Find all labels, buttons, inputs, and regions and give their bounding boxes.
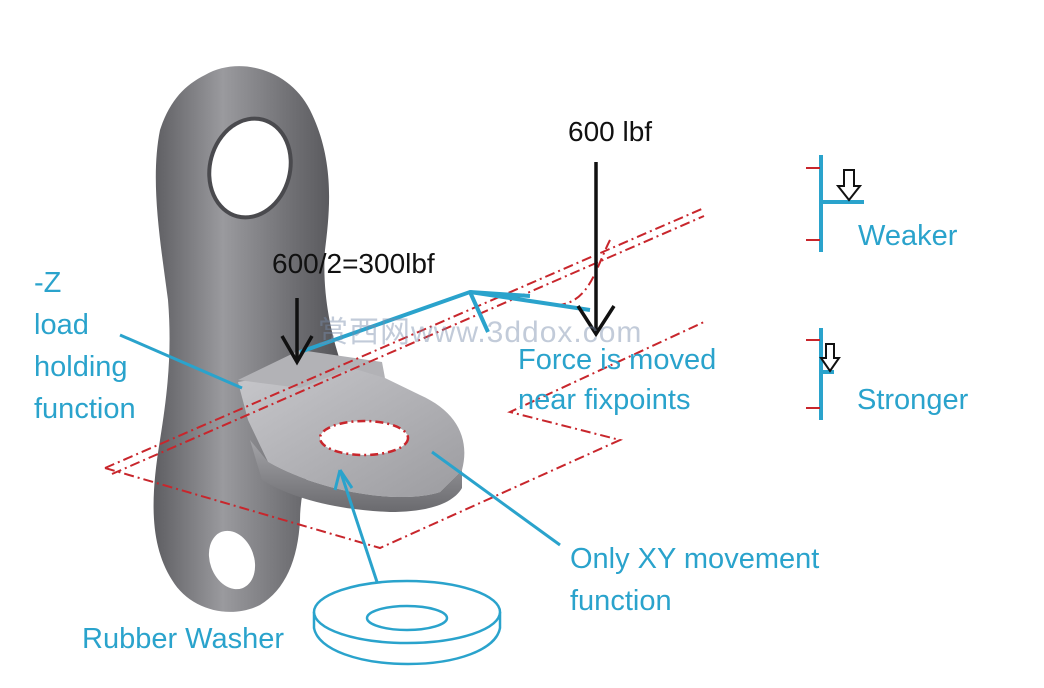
bracket-lower-hole (208, 530, 256, 590)
z-load-line-3: holding (34, 351, 128, 383)
only-xy-line-2: function (570, 585, 672, 617)
bracket-hole-rim (207, 116, 293, 220)
force-arrow-600 (576, 162, 616, 338)
force-moved-line-2: near fixpoints (518, 384, 691, 416)
force-300-label: 600/2=300lbf (272, 248, 435, 279)
weaker-icon (806, 155, 864, 252)
only-xy-line-1: Only XY movement (570, 543, 820, 575)
z-load-line-2: load (34, 309, 89, 341)
force-moved-label: Force is moved near fixpoints (518, 340, 716, 420)
tab-hole (318, 419, 410, 457)
force-arrow-300 (280, 298, 314, 366)
z-load-holding-label: -Z load holding function (34, 262, 136, 430)
reference-plane-upper (104, 207, 705, 475)
only-xy-label: Only XY movement function (570, 538, 819, 622)
bracket-hole (209, 118, 291, 218)
z-load-line-1: -Z (34, 267, 62, 299)
bracket-ridge (238, 350, 385, 388)
watermark-text: 赏西网www.3ddox.com (318, 316, 643, 349)
force-600-label: 600 lbf (568, 116, 653, 147)
force-moved-line-1: Force is moved (518, 344, 717, 376)
reference-plane-lower (104, 321, 705, 550)
bracket-tab-side (250, 440, 462, 512)
stronger-icon (806, 328, 841, 420)
rubber-washer-label: Rubber Washer (82, 623, 285, 655)
annotation-leaders (119, 333, 561, 586)
weaker-label: Weaker (858, 220, 958, 252)
rubber-washer (312, 579, 502, 666)
stronger-label: Stronger (857, 384, 969, 416)
force-moved-arrow (299, 289, 591, 354)
z-load-line-4: function (34, 393, 136, 425)
